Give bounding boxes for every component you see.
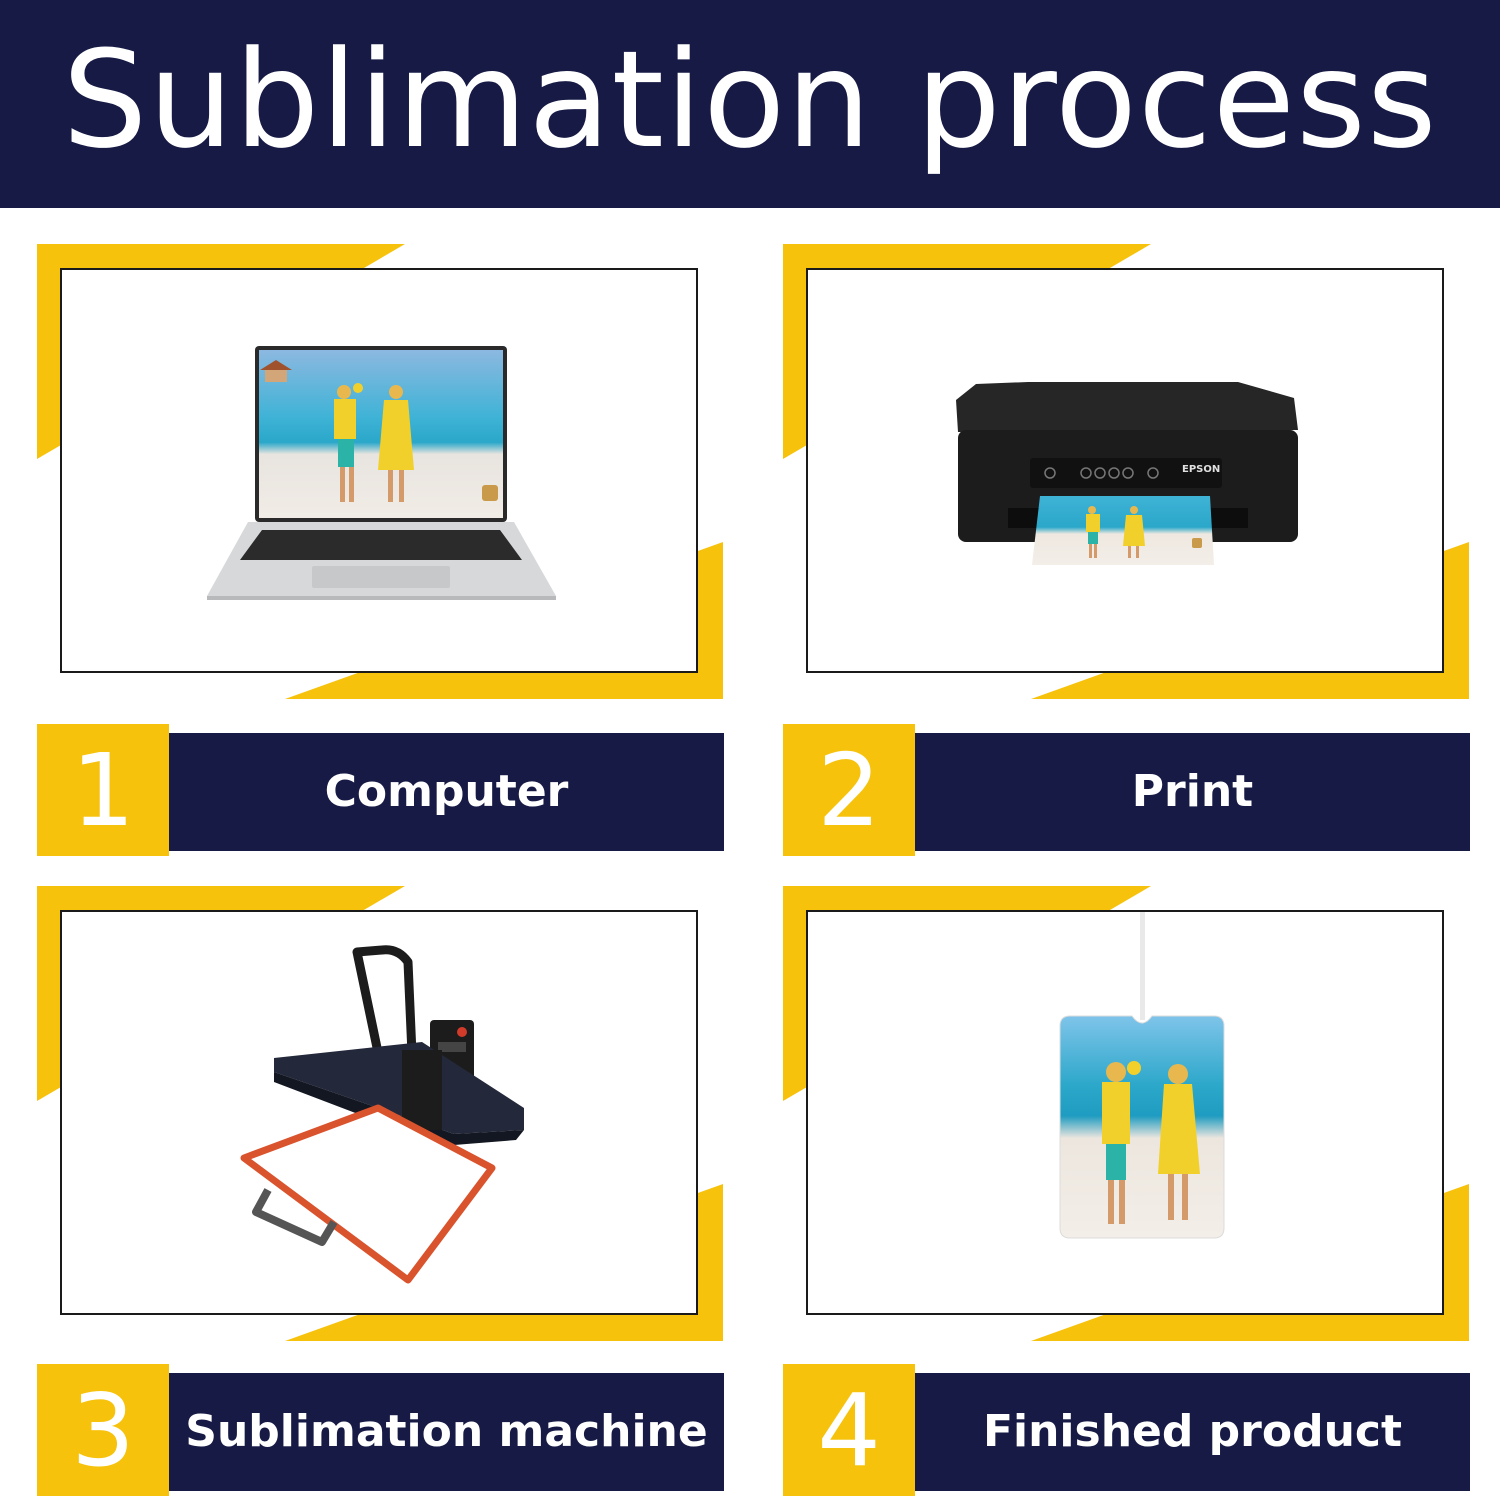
step-title-bar: Finished product	[915, 1373, 1470, 1491]
laptop-icon	[207, 346, 556, 600]
step-number: 3	[71, 1372, 135, 1489]
step-4-card	[783, 886, 1473, 1346]
step-3-image-frame	[60, 910, 698, 1315]
step-title: Sublimation machine	[185, 1406, 708, 1457]
page-title: Sublimation process	[62, 22, 1438, 178]
step-3-label: 3 Sublimation machine	[37, 1364, 727, 1498]
step-number-box: 2	[783, 724, 915, 856]
step-number: 1	[71, 732, 135, 849]
header-banner: Sublimation process	[0, 0, 1500, 208]
step-number: 4	[817, 1372, 881, 1489]
step-number: 2	[817, 732, 881, 849]
printer-icon: EPSON	[956, 382, 1298, 565]
step-3-card	[37, 886, 727, 1346]
heat-press-icon	[240, 945, 524, 1284]
step-title: Computer	[324, 766, 569, 817]
step-number-box: 3	[37, 1364, 169, 1496]
step-1-card	[37, 244, 727, 704]
step-2-image-frame: EPSON	[806, 268, 1444, 673]
step-number-box: 1	[37, 724, 169, 856]
step-number-box: 4	[783, 1364, 915, 1496]
step-title-bar: Computer	[169, 733, 724, 851]
step-title: Finished product	[982, 1406, 1403, 1457]
step-4-label: 4 Finished product	[783, 1364, 1473, 1498]
step-title: Print	[1131, 766, 1254, 817]
step-1-image-frame	[60, 268, 698, 673]
air-freshener-icon	[1059, 912, 1225, 1239]
step-4-image-frame	[806, 910, 1444, 1315]
step-title-bar: Sublimation machine	[169, 1373, 724, 1491]
step-2-label: 2 Print	[783, 724, 1473, 858]
step-2-card: EPSON	[783, 244, 1473, 704]
step-1-label: 1 Computer	[37, 724, 727, 858]
printer-brand: EPSON	[1182, 464, 1220, 475]
step-title-bar: Print	[915, 733, 1470, 851]
